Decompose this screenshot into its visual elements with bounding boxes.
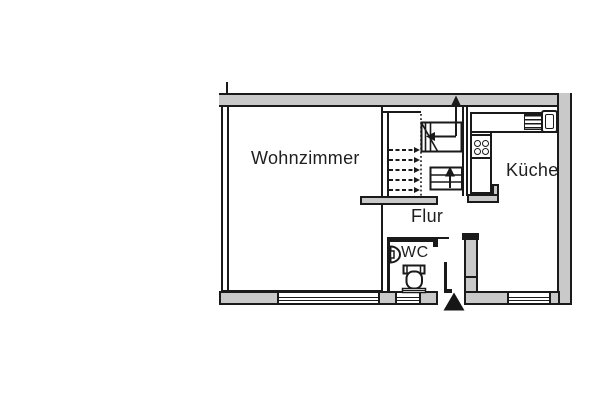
wc-door-jamb (433, 237, 438, 247)
burner-icon (481, 148, 489, 155)
burner-icon (473, 139, 481, 147)
bottom-wall-segment (464, 291, 509, 305)
burner-icon (473, 148, 481, 155)
sink-basin-icon (541, 110, 558, 133)
wc-top-wall-thin (438, 237, 449, 239)
sink-basin-inner (545, 114, 554, 129)
kitchen-counter-left (470, 131, 492, 194)
stairs-icon (389, 95, 463, 197)
stair-left-wall-line (387, 111, 389, 198)
left-wall-inner-line (227, 105, 229, 290)
top-left-wall-tick (226, 82, 228, 94)
wc-label: WC (401, 244, 429, 261)
wc-left-wall (387, 239, 390, 293)
kitchen-partition-wall (462, 105, 468, 196)
burner-icon (481, 139, 489, 147)
stair-bottom-wall (360, 196, 438, 205)
living-room-window (279, 291, 378, 305)
entrance-marker-icon (443, 292, 465, 311)
entry-wall-cap (462, 233, 479, 240)
living-room-outline (221, 105, 383, 292)
wc-right-wall (444, 262, 447, 293)
top-exterior-wall (219, 93, 572, 107)
entry-room-wall-divider (464, 276, 478, 278)
stair-direction-arrow (426, 95, 461, 188)
right-exterior-wall (557, 93, 572, 305)
bottom-wall-segment (549, 291, 560, 305)
washbasin-icon (389, 245, 401, 264)
counter-end-cap-riser (492, 184, 499, 196)
bottom-wall-segment (419, 291, 438, 305)
wc-right-wall-foot (444, 289, 452, 293)
living-room-label: Wohnzimmer (251, 148, 360, 168)
stair-top-wall-line (381, 111, 421, 113)
toilet-icon (401, 264, 427, 294)
tread-arrowheads (414, 147, 420, 193)
entry-room-window (509, 291, 549, 305)
bottom-wall-segment (219, 291, 279, 305)
kitchen-label: Küche (506, 160, 559, 180)
wc-top-wall (387, 237, 434, 242)
hallway-label: Flur (411, 206, 444, 226)
counter-end-cap (467, 194, 499, 203)
stove-icon (470, 134, 492, 159)
